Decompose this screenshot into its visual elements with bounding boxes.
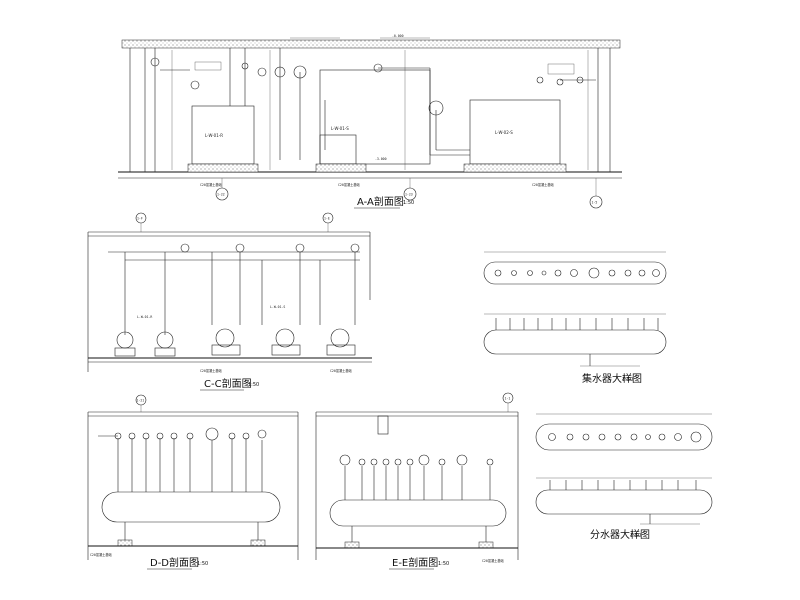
svg-text:C20混凝土基础: C20混凝土基础 (532, 182, 554, 187)
pump-3 (215, 328, 235, 348)
section-aa: L-W-01-R L-W-01-S L-W-02-S (118, 34, 622, 209)
unit-mid-base (315, 163, 367, 173)
distributor-detail: 分水器大样图 1:50 (535, 413, 713, 541)
scale-aa: 1:50 (403, 200, 414, 206)
svg-text:C20混凝土基础: C20混凝土基础 (200, 182, 222, 187)
unit-left-label: L-W-01-R (205, 133, 223, 138)
scale-dd: 1:50 (197, 561, 208, 567)
axis-label-ee: 1-1 (505, 397, 511, 401)
axis-label-dd: 1-21 (137, 399, 145, 403)
svg-text:C20混凝土基础: C20混凝土基础 (330, 368, 352, 373)
distributor-elevation (535, 489, 713, 515)
axis-label-cc-right: 1-E (324, 217, 330, 221)
title-ee: E-E剖面图 (392, 556, 438, 569)
header-vessel-dd (101, 491, 281, 523)
unit-right-box (469, 99, 561, 165)
section-dd: 1-21 C20混凝土基础 D-D剖面图 1:50 (87, 394, 299, 570)
axis-label-aa-left: 1-22 (217, 193, 225, 197)
axis-bubble-aa-left (215, 187, 229, 201)
title-aa: A-A剖面图 (357, 195, 404, 208)
scale-ee: 1:50 (438, 561, 449, 567)
axis-label-aa-mid: 1-23 (405, 193, 413, 197)
unit-left-box (191, 105, 255, 165)
title-collector: 集水器大样图 (582, 372, 642, 385)
title-distributor: 分水器大样图 (590, 528, 650, 541)
svg-text:L-W-01-R: L-W-01-R (137, 315, 152, 319)
svg-text:-0.000: -0.000 (392, 34, 404, 38)
axis-bubble-aa-right (589, 195, 603, 209)
unit-left-base (187, 163, 259, 173)
collector-plan (483, 261, 667, 285)
svg-text:-3.000: -3.000 (375, 157, 387, 161)
svg-text:C20混凝土基础: C20混凝土基础 (338, 182, 360, 187)
pump-4 (275, 328, 295, 348)
pump-5 (330, 328, 350, 348)
scale-cc: 1:50 (248, 382, 259, 388)
unit-mid-label: L-W-01-S (331, 126, 349, 131)
svg-text:C20混凝土基础: C20混凝土基础 (482, 558, 504, 563)
collector-elevation (483, 329, 667, 355)
gauge-aa (428, 100, 444, 116)
unit-right-base (463, 163, 567, 173)
section-ee: 1-1 C20混凝土基础 E-E剖面图 1:50 (315, 392, 519, 570)
axis-label-cc-left: 1-F (137, 217, 143, 221)
axis-bubble-aa-mid (403, 187, 417, 201)
axis-label-aa-right: 1-5 (592, 201, 598, 205)
scale-distributor: 1:50 (630, 533, 641, 539)
header-vessel-ee (329, 499, 507, 527)
title-cc: C-C剖面图 (204, 377, 252, 390)
distributor-plan (535, 423, 713, 451)
unit-mid-box (319, 69, 431, 165)
scale-collector: 1:50 (622, 377, 633, 383)
section-cc: 1-F 1-E (87, 212, 372, 391)
svg-text:C20混凝土基础: C20混凝土基础 (90, 552, 112, 557)
ceiling-slab (121, 39, 621, 49)
collector-detail: 集水器大样图 1:50 (483, 251, 667, 385)
svg-text:L-W-01-S: L-W-01-S (270, 305, 285, 309)
unit-right-label: L-W-02-S (495, 130, 513, 135)
svg-text:C20混凝土基础: C20混凝土基础 (200, 368, 222, 373)
title-dd: D-D剖面图 (150, 556, 199, 569)
